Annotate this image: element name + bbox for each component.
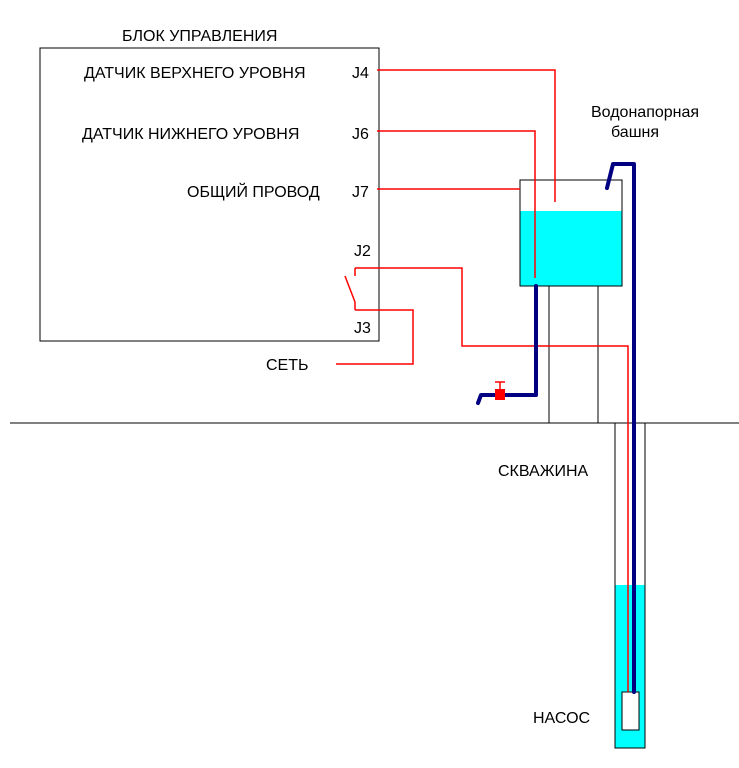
tank-water [520,211,622,286]
outlet-pipe [476,284,538,405]
tower-tank [519,179,623,287]
lower-sensor-wire [377,130,536,278]
lower-sensor-label: ДАТЧИК НИЖНЕГО УРОВНЯ [82,126,299,143]
mains-label: СЕТЬ [266,357,309,374]
terminal-j6: J6 [352,126,369,143]
terminal-j3: J3 [354,320,371,337]
well-casing [614,423,646,749]
tower-support [548,285,599,424]
control-unit-title: БЛОК УПРАВЛЕНИЯ [122,28,277,45]
pump-power-wire [355,267,629,692]
valve-icon [495,381,505,400]
terminal-j2: J2 [354,243,371,260]
common-wire-label: ОБЩИЙ ПРОВОД [187,182,320,201]
relay-contact [344,275,356,303]
pump [621,691,640,731]
supply-pipe [605,162,636,694]
tower-label-line1: Водонапорная [591,104,699,121]
mains-wire [336,309,414,365]
pump-label: НАСОС [533,710,590,727]
upper-sensor-wire [377,69,556,202]
upper-sensor-label: ДАТЧИК ВЕРХНЕГО УРОВНЯ [84,65,306,82]
tower-label-line2: башня [611,124,659,141]
control-unit-box [39,47,380,342]
terminal-j4: J4 [352,65,369,82]
terminal-j7: J7 [352,184,369,201]
well-label: СКВАЖИНА [498,463,589,480]
